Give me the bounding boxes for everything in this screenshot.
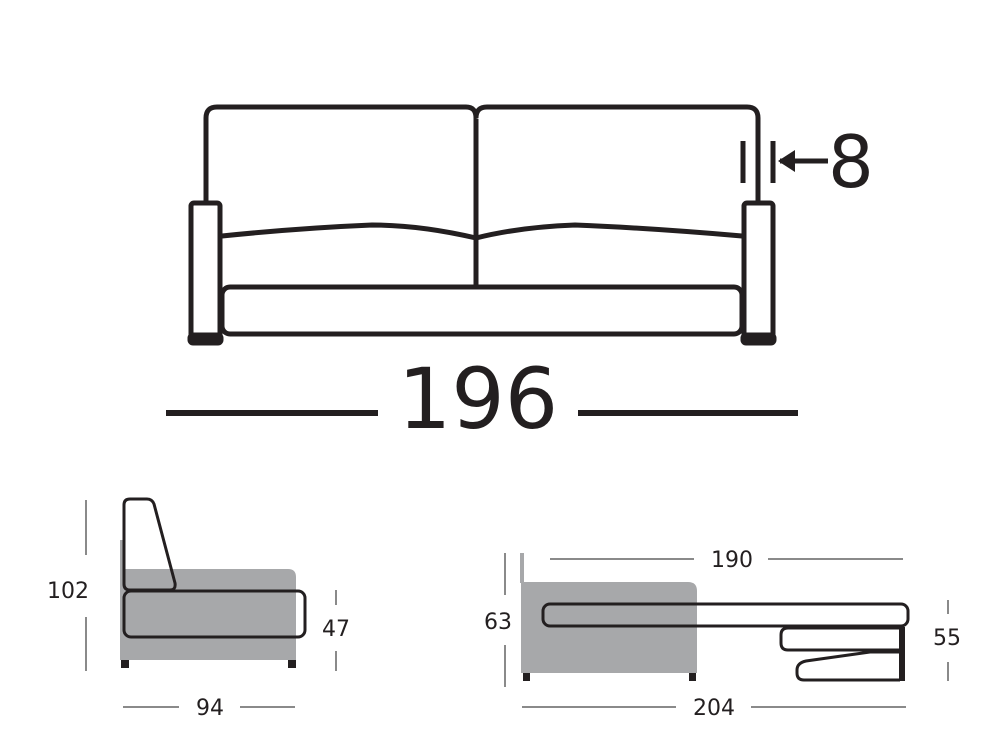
side-dimension-lines — [85, 500, 337, 708]
total-width-label: 196 — [398, 350, 558, 448]
back-cushion-right — [473, 104, 761, 203]
bed-leg-back — [689, 673, 696, 681]
bed-height-label: 63 — [484, 610, 512, 635]
mattress-fold-middle — [779, 626, 900, 652]
depth-label: 94 — [196, 696, 224, 721]
side-leg-back — [288, 660, 296, 668]
back-cushion-left — [203, 104, 479, 288]
seat-front-cushion — [219, 284, 745, 337]
side-seat-cushion — [122, 589, 307, 639]
arrow-left-icon — [778, 150, 795, 172]
seat-cushion-curve-right — [475, 222, 743, 241]
armrest-left — [188, 200, 223, 341]
bed-support-bar — [899, 627, 905, 681]
side-height-label: 102 — [47, 579, 89, 604]
leg-right — [740, 332, 777, 346]
side-body — [120, 540, 296, 660]
bed-leg-front — [523, 673, 530, 681]
side-leg-front — [121, 660, 129, 668]
seat-height-label: 47 — [322, 617, 350, 642]
bed-back-post — [520, 553, 524, 583]
open-length-label: 204 — [693, 696, 735, 721]
bed-view — [520, 553, 910, 682]
leg-left — [187, 332, 224, 346]
front-view — [187, 104, 777, 346]
mattress-top — [541, 602, 910, 628]
seat-cushion-curve-left — [221, 222, 477, 241]
armrest-right — [741, 200, 776, 341]
bed-dimension-lines — [504, 553, 949, 708]
mattress-height-label: 55 — [933, 626, 961, 651]
mattress-fold-lower — [795, 650, 900, 682]
armrest-dimension-marker — [740, 141, 828, 183]
armrest-width-label: 8 — [828, 120, 874, 204]
mattress-length-label: 190 — [711, 548, 753, 573]
side-view — [120, 497, 307, 668]
